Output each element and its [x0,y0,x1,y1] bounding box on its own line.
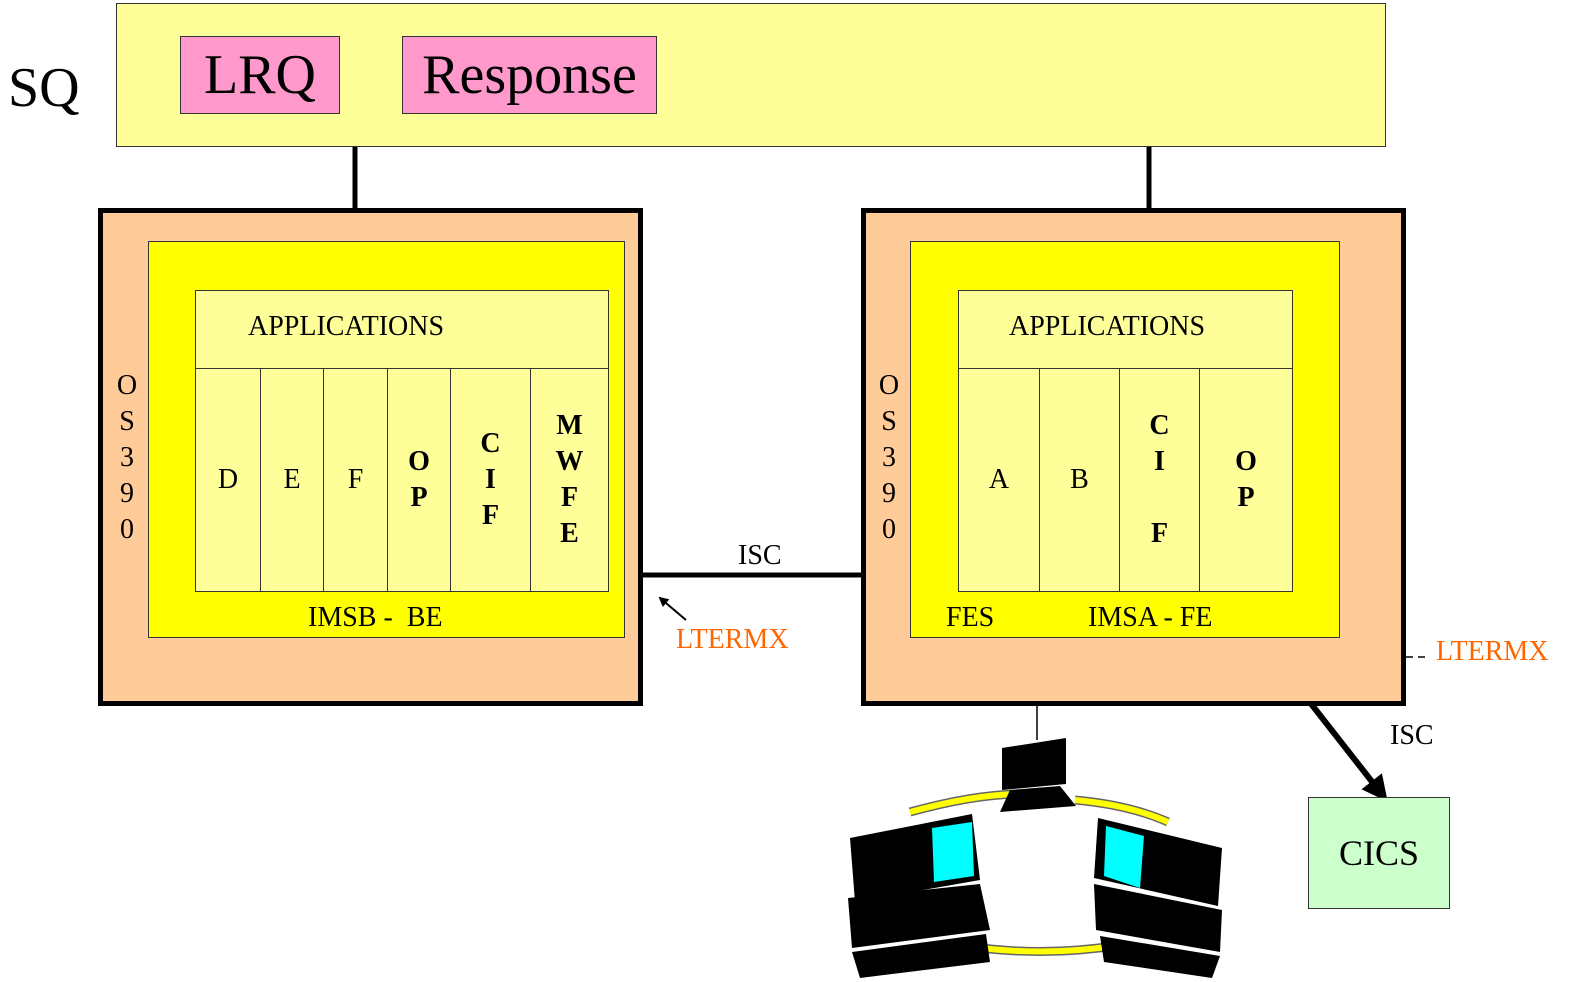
left-app-cell-2: E [260,369,323,591]
right-applications-header: APPLICATIONS [958,290,1293,370]
terminal-left-base [848,884,990,948]
fes-label: FES [946,602,995,633]
terminal-right-keyboard [1100,936,1220,978]
terminal-left-screen [932,822,974,882]
terminal-top-base [1000,786,1076,812]
right-app-cell-3: C I F [1119,369,1199,591]
left-app-cell-1: D [217,464,239,495]
left-applications-header: APPLICATIONS [195,290,609,370]
left-ims-label: IMSB - BE [308,602,443,633]
ltermx-left-pointer [658,596,687,621]
left-app-cell-5: C I F [450,369,530,591]
lrq-box: LRQ [180,36,340,114]
left-app-cell-3: F [323,369,387,591]
isc-middle-label: ISC [738,540,782,571]
right-app-cell-2: B [1039,369,1119,591]
right-os390-label: O S 3 9 0 [878,370,900,545]
terminal-right-base [1094,884,1222,952]
response-box: Response [402,36,657,114]
right-app-cell-4: O P [1199,369,1292,591]
left-applications-label: APPLICATIONS [248,311,445,342]
sq-label: SQ [8,57,80,119]
left-app-cell-4: O P [387,369,450,591]
terminal-top-monitor [1002,738,1066,790]
ltermx-left-label: LTERMX [676,624,789,655]
right-app-cell-1: A [988,464,1010,495]
terminal-right-screen [1104,826,1144,888]
isc-cics-label: ISC [1390,720,1434,751]
left-os390-label: O S 3 9 0 [116,370,138,545]
left-app-cell-6: M W F E [530,369,608,591]
right-ims-label: IMSA - FE [1088,602,1213,633]
terminal-left-keyboard [852,934,990,978]
cics-label: CICS [1338,833,1420,873]
ring-arc-top-right [1074,797,1170,825]
right-applications-label: APPLICATIONS [1009,311,1206,342]
ltermx-right-label: LTERMX [1436,636,1549,667]
cics-box: CICS [1308,797,1450,909]
